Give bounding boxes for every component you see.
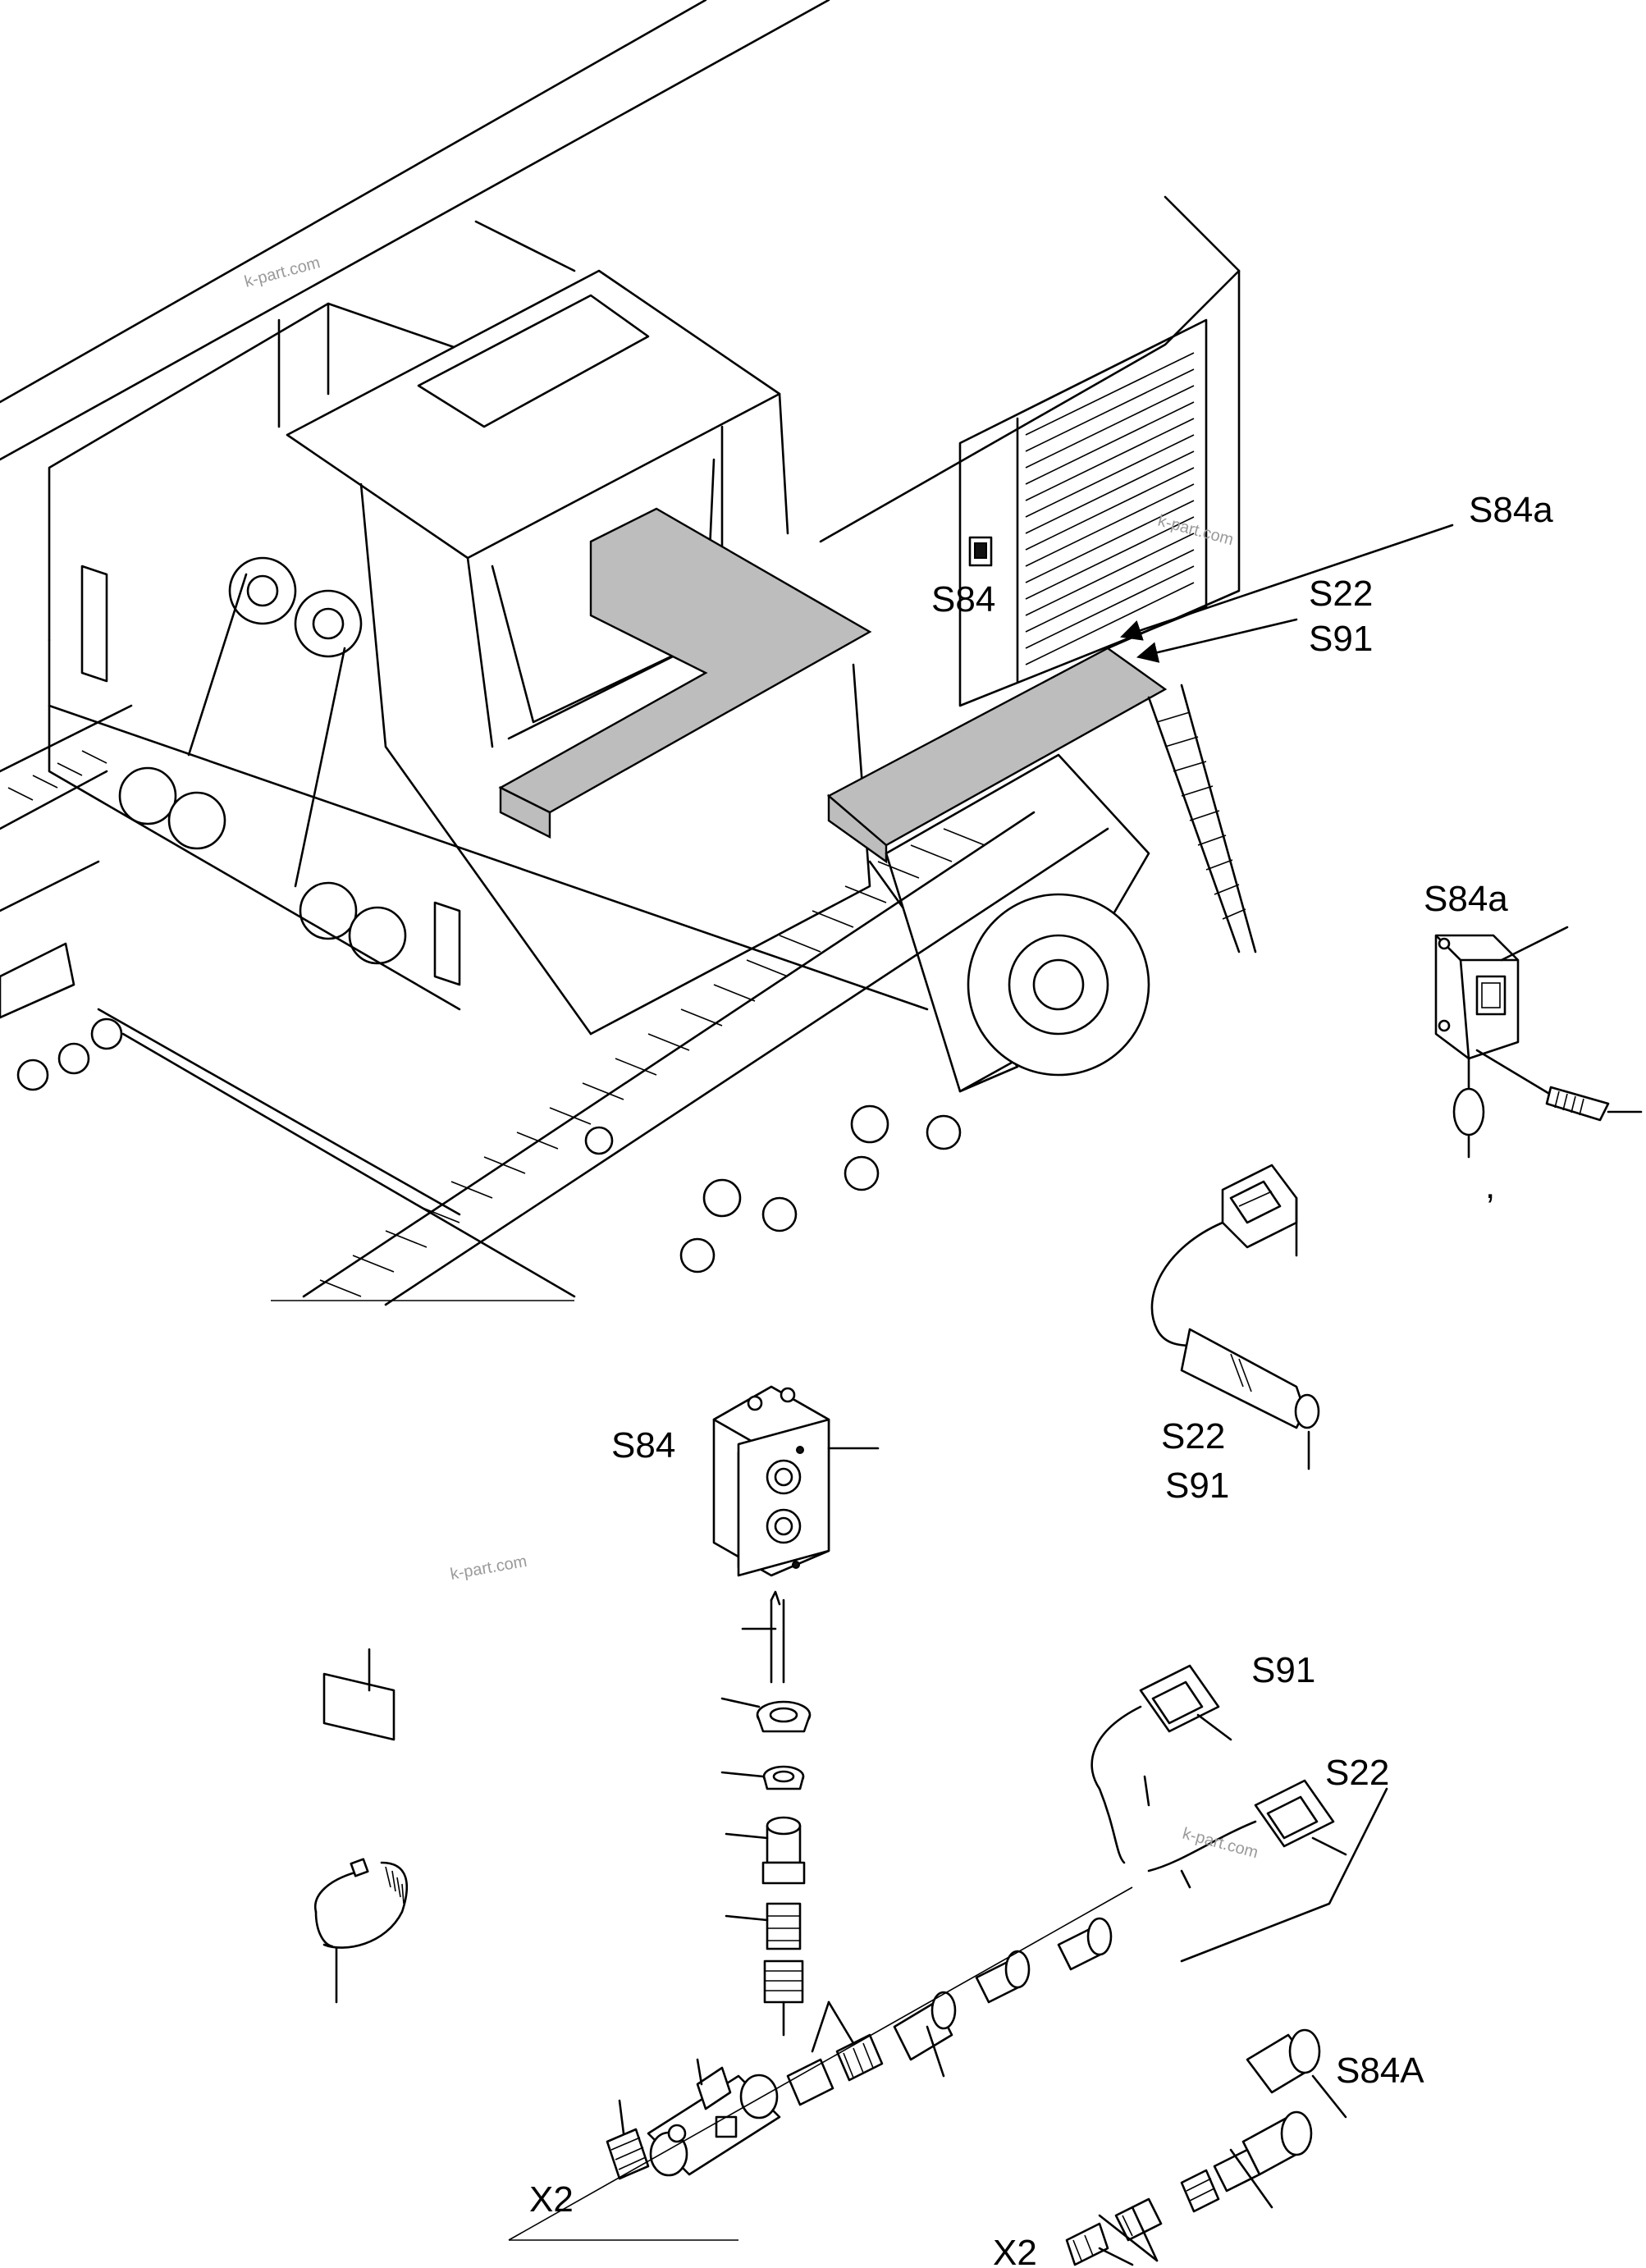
undercarriage bbox=[0, 638, 1150, 1298]
label-comma: , bbox=[1485, 1166, 1495, 1206]
reference-lines bbox=[508, 1886, 1133, 2241]
s84-box-on-machine bbox=[968, 536, 993, 567]
label-s84-detail: S84 bbox=[611, 1425, 675, 1466]
s91-s22-harness bbox=[1090, 1664, 1388, 1963]
label-s91-top: S91 bbox=[1309, 619, 1373, 659]
label-s84-machine: S84 bbox=[931, 579, 995, 620]
access-ladder bbox=[1147, 684, 1257, 953]
s84a-switch-detail bbox=[1434, 926, 1643, 1159]
label-s91-harness: S91 bbox=[1251, 1650, 1315, 1690]
watermark: k-part.com bbox=[243, 254, 322, 291]
label-s84A-bottom: S84A bbox=[1336, 2051, 1424, 2091]
label-x2-bottom: X2 bbox=[993, 2233, 1037, 2268]
label-x2-left: X2 bbox=[529, 2179, 574, 2220]
track-shoes bbox=[302, 811, 1109, 1306]
rear-track bbox=[0, 704, 133, 1091]
label-s84a-top: S84a bbox=[1469, 490, 1553, 530]
t-connector-assembly bbox=[606, 1917, 1113, 2180]
s84A-connector-detail bbox=[1065, 2028, 1347, 2266]
radiator-grille bbox=[1025, 352, 1195, 665]
label-s22-harness: S22 bbox=[1325, 1753, 1389, 1793]
callout-labels: S84a S84 S22 S91 S84a , S22 S91 S84 S91 … bbox=[529, 490, 1553, 2268]
boom-linkage bbox=[80, 556, 461, 986]
cable-gland-stack bbox=[720, 1697, 812, 2037]
excavator-illustration bbox=[0, 0, 1257, 1306]
operator-cab bbox=[286, 269, 871, 1036]
location-arrows bbox=[1120, 524, 1454, 663]
label-s91-detail: S91 bbox=[1165, 1466, 1229, 1506]
label-s22-top: S22 bbox=[1309, 574, 1373, 614]
s22-s91-sensor-detail bbox=[1150, 1164, 1320, 1470]
watermark: k-part.com bbox=[1181, 1825, 1260, 1863]
s84-switch-detail bbox=[712, 1385, 880, 1684]
walkway-platforms bbox=[498, 507, 1168, 864]
hose-clamp-and-tube bbox=[313, 1648, 408, 2004]
label-s22-detail: S22 bbox=[1161, 1416, 1225, 1456]
watermark: k-part.com bbox=[449, 1552, 528, 1584]
label-s84a-detail: S84a bbox=[1424, 879, 1508, 919]
watermark: k-part.com bbox=[1156, 512, 1236, 550]
